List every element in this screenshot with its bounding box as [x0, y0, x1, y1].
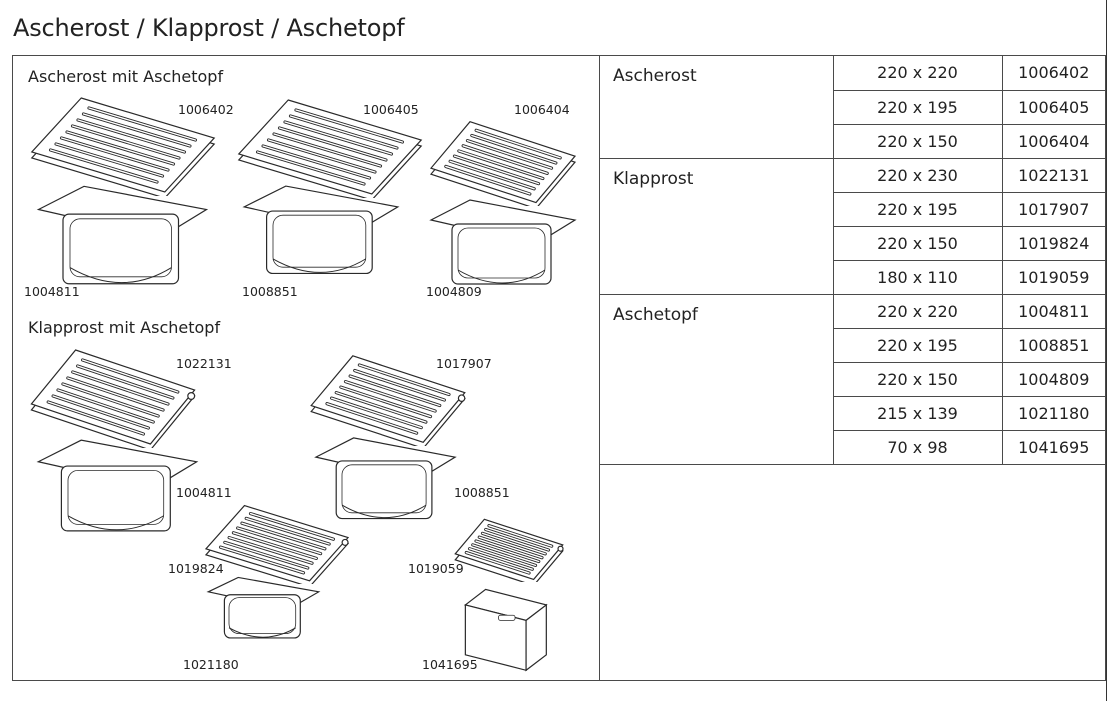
article-number-cell: 1019059 [1001, 260, 1105, 295]
size-cell: 220 x 195 [832, 328, 1002, 363]
article-label: 1041695 [422, 657, 478, 672]
category-cell: Klapprost [599, 158, 833, 295]
size-cell: 220 x 150 [832, 226, 1002, 261]
size-cell: 70 x 98 [832, 430, 1002, 465]
article-number-cell: 1021180 [1001, 396, 1105, 431]
article-number-cell: 1006402 [1001, 56, 1105, 91]
size-cell: 220 x 220 [832, 294, 1002, 329]
category-cell: Ascherost [599, 56, 833, 159]
grate-1006402-illustration [28, 96, 218, 196]
grate-1006405-illustration [235, 98, 425, 198]
size-cell: 220 x 150 [832, 124, 1002, 159]
article-label: 1006402 [178, 102, 234, 117]
article-number-cell: 1017907 [1001, 192, 1105, 227]
article-label: 1008851 [454, 485, 510, 500]
size-cell: 180 x 110 [832, 260, 1002, 295]
article-label: 1004811 [24, 284, 80, 299]
ash-pan-1021180-illustration [206, 576, 321, 648]
ash-pan-1008851-illustration [313, 436, 458, 532]
size-cell: 220 x 230 [832, 158, 1002, 193]
folding-grate-1019059-illustration [453, 518, 565, 582]
page-title: Ascherost / Klapprost / Aschetopf [13, 14, 405, 42]
size-cell: 220 x 195 [832, 90, 1002, 125]
article-number-cell: 1019824 [1001, 226, 1105, 261]
article-label: 1006404 [514, 102, 570, 117]
article-number-cell: 1004811 [1001, 294, 1105, 329]
illustration-panel: Ascherost mit Aschetopf 1006402 1006405 … [13, 56, 600, 680]
klapprost-section-heading: Klapprost mit Aschetopf [28, 318, 221, 337]
article-label: 1017907 [436, 356, 492, 371]
article-label: 1019059 [408, 561, 464, 576]
folding-grate-1017907-illustration [308, 354, 468, 446]
article-label: 1008851 [242, 284, 298, 299]
size-cell: 215 x 139 [832, 396, 1002, 431]
product-frame: Ascherost mit Aschetopf 1006402 1006405 … [12, 55, 1106, 681]
size-cell: 220 x 220 [832, 56, 1002, 91]
ash-box-1041695-illustration [458, 586, 550, 672]
size-cell: 220 x 195 [832, 192, 1002, 227]
folding-grate-1019824-illustration [203, 504, 351, 584]
article-label: 1006405 [363, 102, 419, 117]
grate-1006404-illustration [428, 120, 578, 206]
article-label: 1021180 [183, 657, 239, 672]
article-number-cell: 1041695 [1001, 430, 1105, 465]
category-cell: Aschetopf [599, 294, 833, 465]
article-number-cell: 1004809 [1001, 362, 1105, 397]
article-label: 1019824 [168, 561, 224, 576]
folding-grate-1022131-illustration [28, 348, 198, 448]
article-label: 1004809 [426, 284, 482, 299]
ash-pan-1004811-illustration [35, 184, 210, 300]
size-cell: 220 x 150 [832, 362, 1002, 397]
article-number-cell: 1006405 [1001, 90, 1105, 125]
ash-pan-1008851-illustration [241, 184, 401, 288]
article-number-cell: 1022131 [1001, 158, 1105, 193]
ascherost-section-heading: Ascherost mit Aschetopf [28, 67, 224, 86]
article-label: 1022131 [176, 356, 232, 371]
page-edge-rule [1106, 0, 1107, 701]
article-number-cell: 1006404 [1001, 124, 1105, 159]
article-number-cell: 1008851 [1001, 328, 1105, 363]
ash-pan-1004809-illustration [428, 198, 578, 298]
article-label: 1004811 [176, 485, 232, 500]
ash-pan-1004811-illustration [35, 438, 200, 546]
